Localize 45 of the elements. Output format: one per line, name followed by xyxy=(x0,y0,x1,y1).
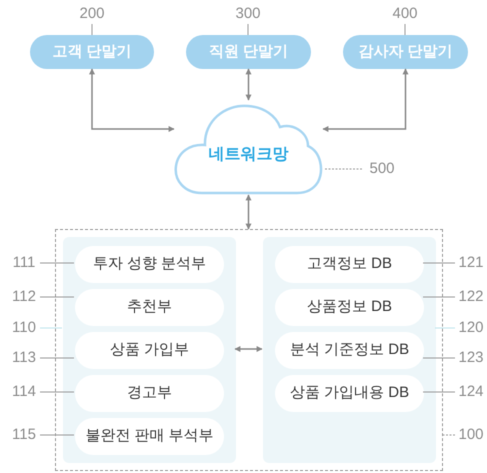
module-pill: 추천부 xyxy=(75,289,224,326)
callout-number: 115 xyxy=(8,425,40,445)
callout-number: 114 xyxy=(8,382,40,402)
dashed-frame xyxy=(55,229,443,471)
leader-line xyxy=(40,262,74,264)
callout-number: 120 xyxy=(455,318,487,338)
module-pill: 상품정보 DB xyxy=(275,289,424,326)
terminal-pill: 직원 단말기 xyxy=(186,35,311,69)
terminal-pill: 감사자 단말기 xyxy=(343,35,468,69)
callout-number: 122 xyxy=(455,287,487,307)
callout-number: 111 xyxy=(8,253,40,273)
module-pill: 상품 가입부 xyxy=(75,332,224,369)
callout-number: 100 xyxy=(455,425,487,445)
arrow xyxy=(89,68,175,132)
module-pill: 상품 가입내용 DB xyxy=(275,375,424,412)
callout-number: 123 xyxy=(455,348,487,368)
arrow xyxy=(246,68,252,101)
leader-line xyxy=(324,168,362,170)
module-pill: 경고부 xyxy=(75,375,224,412)
arrow xyxy=(234,346,263,352)
callout-number: 200 xyxy=(76,4,108,24)
module-pill: 분석 기준정보 DB xyxy=(275,332,424,369)
leader-line xyxy=(404,24,406,36)
panel-background xyxy=(63,237,236,463)
callout-number: 113 xyxy=(8,348,40,368)
callout-number: 300 xyxy=(232,4,264,24)
callout-number: 112 xyxy=(8,287,40,307)
leader-line xyxy=(422,296,456,298)
module-pill: 고객정보 DB xyxy=(275,246,424,283)
leader-line xyxy=(40,434,74,436)
leader-line xyxy=(40,296,74,298)
terminal-pill: 고객 단말기 xyxy=(30,35,154,69)
callout-number: 400 xyxy=(389,4,421,24)
callout-number: 110 xyxy=(8,318,40,338)
module-pill: 불완전 판매 부석부 xyxy=(75,418,224,455)
callout-number: 121 xyxy=(455,253,487,273)
leader-line xyxy=(442,434,456,436)
leader-line xyxy=(422,262,456,264)
panel-background xyxy=(263,237,436,463)
module-pill: 투자 성향 분석부 xyxy=(75,246,224,283)
callout-number: 500 xyxy=(362,159,402,179)
cloud-label: 네트워크망 xyxy=(208,144,288,164)
callout-number: 124 xyxy=(455,382,487,402)
arrow xyxy=(246,194,252,230)
arrow xyxy=(322,68,408,132)
